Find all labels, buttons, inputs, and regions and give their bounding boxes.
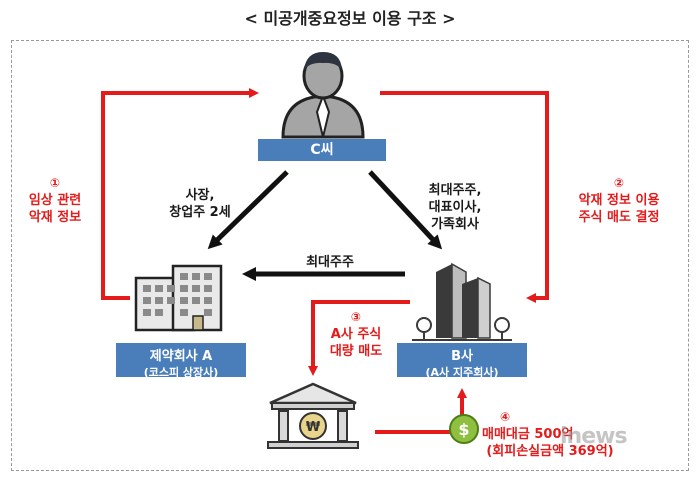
diagram-title: < 미공개중요정보 이용 구조 > <box>244 9 456 28</box>
exchange-icon: ₩ <box>267 382 359 449</box>
person-name: C씨 <box>310 142 334 158</box>
person-icon <box>281 52 365 139</box>
person-node-box: C씨 <box>258 139 386 161</box>
company-a-node-box: 제약회사 A (코스피 상장사) <box>116 343 246 379</box>
edge-label-c-to-b: 최대주주, 대표이사, 가족회사 <box>428 183 482 232</box>
red-arrow-step3 <box>308 300 410 376</box>
black-arrow-c-to-b <box>368 170 443 250</box>
edge-label-c-to-a: 사장, 창업주 2세 <box>169 188 231 220</box>
black-arrow-c-to-a <box>207 170 289 250</box>
svg-text:$: $ <box>458 420 469 439</box>
step4-label: ④ 매매대금 500억 (회피손실금액 369억) <box>482 410 614 459</box>
step1-label: ① 임상 관련 악재 정보 <box>28 176 82 225</box>
company-a-sub: (코스피 상장사) <box>143 366 219 379</box>
red-arrow-step2 <box>380 91 549 303</box>
company-b-sub: (A사 지주회사) <box>425 366 499 379</box>
step3-label: ③ A사 주식 대량 매도 <box>329 310 383 359</box>
watermark: inews <box>560 424 628 449</box>
edge-label-b-to-a: 최대주주 <box>306 255 354 270</box>
red-arrow-step4 <box>375 388 467 434</box>
dashed-frame <box>11 40 689 471</box>
building-a-icon <box>134 264 223 332</box>
money-icon: $ <box>449 414 479 444</box>
company-b-name: B사 <box>451 349 473 364</box>
svg-text:₩: ₩ <box>306 420 321 435</box>
building-b-icon <box>412 262 512 341</box>
company-a-name: 제약회사 A <box>149 349 213 364</box>
step2-label: ② 악재 정보 이용 주식 매도 결정 <box>578 176 660 225</box>
red-arrow-step1 <box>101 88 259 300</box>
company-b-node-box: B사 (A사 지주회사) <box>397 343 527 379</box>
